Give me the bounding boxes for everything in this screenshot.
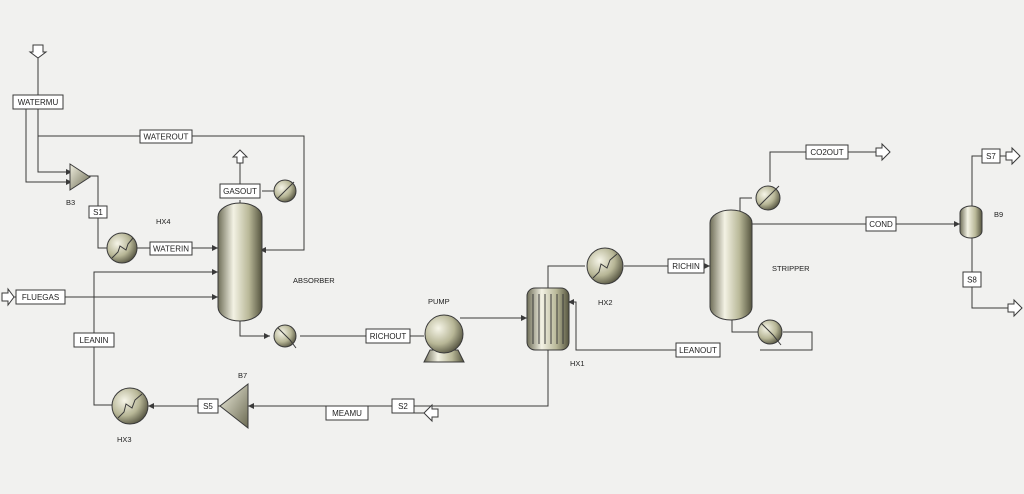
stream-label-s7[interactable]: S7 bbox=[981, 148, 1001, 164]
stream-lines bbox=[12, 58, 1010, 414]
stream-label-richin[interactable]: RICHIN bbox=[667, 258, 705, 274]
gasout-label: GASOUT bbox=[223, 187, 257, 196]
stream-label-co2out[interactable]: CO2OUT bbox=[805, 144, 849, 160]
watermu-feed-arrow-icon[interactable] bbox=[28, 44, 48, 59]
co2out-product-arrow-icon[interactable] bbox=[875, 142, 891, 162]
fluegas-feed-arrow-icon[interactable] bbox=[1, 287, 15, 307]
stream-label-richout[interactable]: RICHOUT bbox=[365, 328, 411, 344]
meamu-label: MEAMU bbox=[332, 409, 362, 418]
cond-label: COND bbox=[869, 220, 893, 229]
hx1-exchanger[interactable] bbox=[526, 287, 570, 351]
hx1-tag: HX1 bbox=[570, 359, 585, 368]
absorber-bottom-exchanger[interactable] bbox=[273, 324, 297, 349]
stripper-condenser[interactable] bbox=[755, 185, 781, 211]
stream-label-waterout[interactable]: WATEROUT bbox=[139, 129, 193, 144]
stream-label-s8[interactable]: S8 bbox=[962, 271, 982, 288]
stripper-column[interactable] bbox=[709, 209, 753, 321]
stream-label-meamu[interactable]: MEAMU bbox=[325, 405, 369, 421]
stream-label-s1[interactable]: S1 bbox=[88, 205, 108, 219]
waterout-label: WATEROUT bbox=[144, 133, 189, 142]
richin-label: RICHIN bbox=[672, 262, 700, 271]
waterin-label: WATERIN bbox=[153, 245, 189, 254]
hx4-tag: HX4 bbox=[156, 217, 171, 226]
s8-label: S8 bbox=[967, 276, 977, 285]
watermu-label: WATERMU bbox=[18, 98, 59, 107]
stream-label-watermu[interactable]: WATERMU bbox=[12, 94, 64, 110]
s7-label: S7 bbox=[986, 152, 996, 161]
stream-label-fluegas[interactable]: FLUEGAS bbox=[15, 289, 66, 305]
s7-product-arrow-icon[interactable] bbox=[1005, 146, 1021, 166]
flow-arrows bbox=[66, 169, 960, 409]
absorber-top-exchanger[interactable] bbox=[273, 179, 297, 203]
s8-product-arrow-icon[interactable] bbox=[1007, 298, 1023, 318]
pump[interactable] bbox=[423, 314, 465, 363]
co2out-label: CO2OUT bbox=[810, 148, 843, 157]
stripper-tag: STRIPPER bbox=[772, 264, 810, 273]
b9-tag: B9 bbox=[994, 210, 1003, 219]
absorber-tag: ABSORBER bbox=[293, 276, 335, 285]
hx3-tag: HX3 bbox=[117, 435, 132, 444]
absorber-column[interactable] bbox=[217, 202, 263, 322]
stripper-reboiler[interactable] bbox=[757, 319, 783, 346]
hx3-cooler[interactable] bbox=[111, 387, 149, 425]
hx2-tag: HX2 bbox=[598, 298, 613, 307]
b9-flash-drum[interactable] bbox=[959, 205, 983, 239]
hx4-heater[interactable] bbox=[106, 232, 138, 264]
hx2-heater[interactable] bbox=[586, 247, 624, 285]
stream-label-s5[interactable]: S5 bbox=[197, 398, 219, 414]
s1-label: S1 bbox=[93, 208, 103, 217]
richout-label: RICHOUT bbox=[370, 332, 407, 341]
stream-label-gasout[interactable]: GASOUT bbox=[219, 183, 261, 199]
b7-tag: B7 bbox=[238, 371, 247, 380]
stream-label-waterin[interactable]: WATERIN bbox=[149, 241, 193, 256]
feed-product-arrows bbox=[1, 44, 1023, 423]
pump-tag: PUMP bbox=[428, 297, 450, 306]
stream-label-cond[interactable]: COND bbox=[865, 216, 897, 232]
stream-label-leanin[interactable]: LEANIN bbox=[73, 332, 115, 348]
stream-label-leanout[interactable]: LEANOUT bbox=[675, 342, 721, 358]
gasout-product-arrow-icon[interactable] bbox=[231, 149, 249, 164]
fluegas-label: FLUEGAS bbox=[22, 293, 59, 302]
s2-label: S2 bbox=[398, 402, 408, 411]
b3-tag: B3 bbox=[66, 198, 75, 207]
leanout-label: LEANOUT bbox=[679, 346, 717, 355]
b7-mixer[interactable] bbox=[219, 382, 249, 430]
stream-label-s2[interactable]: S2 bbox=[391, 398, 415, 414]
s5-label: S5 bbox=[203, 402, 213, 411]
leanin-label: LEANIN bbox=[80, 336, 109, 345]
b3-mixer[interactable] bbox=[69, 163, 91, 191]
meamu-feed-arrow-icon[interactable] bbox=[423, 403, 439, 423]
